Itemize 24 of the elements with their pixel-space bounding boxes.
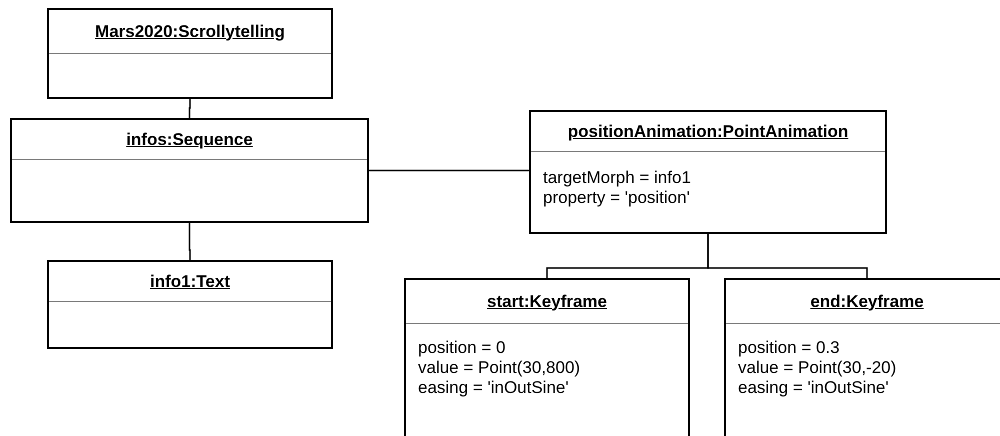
object-box (404, 278, 690, 436)
attribute-text: easing = 'inOutSine' (418, 378, 569, 398)
object-name: end:Keyframe (810, 292, 924, 312)
object-name: info1:Text (150, 272, 230, 292)
object-name: positionAnimation:PointAnimation (568, 122, 848, 142)
object-box (47, 260, 333, 349)
attribute-text: position = 0.3 (738, 338, 840, 358)
object-name: start:Keyframe (487, 292, 607, 312)
attribute-text: property = 'position' (543, 188, 690, 208)
attribute-text: targetMorph = info1 (543, 168, 691, 188)
object-box (529, 110, 887, 234)
object-name: Mars2020:Scrollytelling (95, 22, 285, 42)
connector-line (707, 234, 868, 278)
attribute-text: value = Point(30,-20) (738, 358, 896, 378)
object-box (47, 8, 333, 99)
connector-line (188, 223, 191, 260)
object-name: infos:Sequence (126, 130, 253, 150)
object-box (10, 118, 369, 223)
object-box (724, 278, 1000, 436)
attribute-text: position = 0 (418, 338, 506, 358)
attribute-text: easing = 'inOutSine' (738, 378, 889, 398)
connector-line (188, 99, 191, 118)
attribute-text: value = Point(30,800) (418, 358, 580, 378)
connector-line (369, 170, 529, 172)
